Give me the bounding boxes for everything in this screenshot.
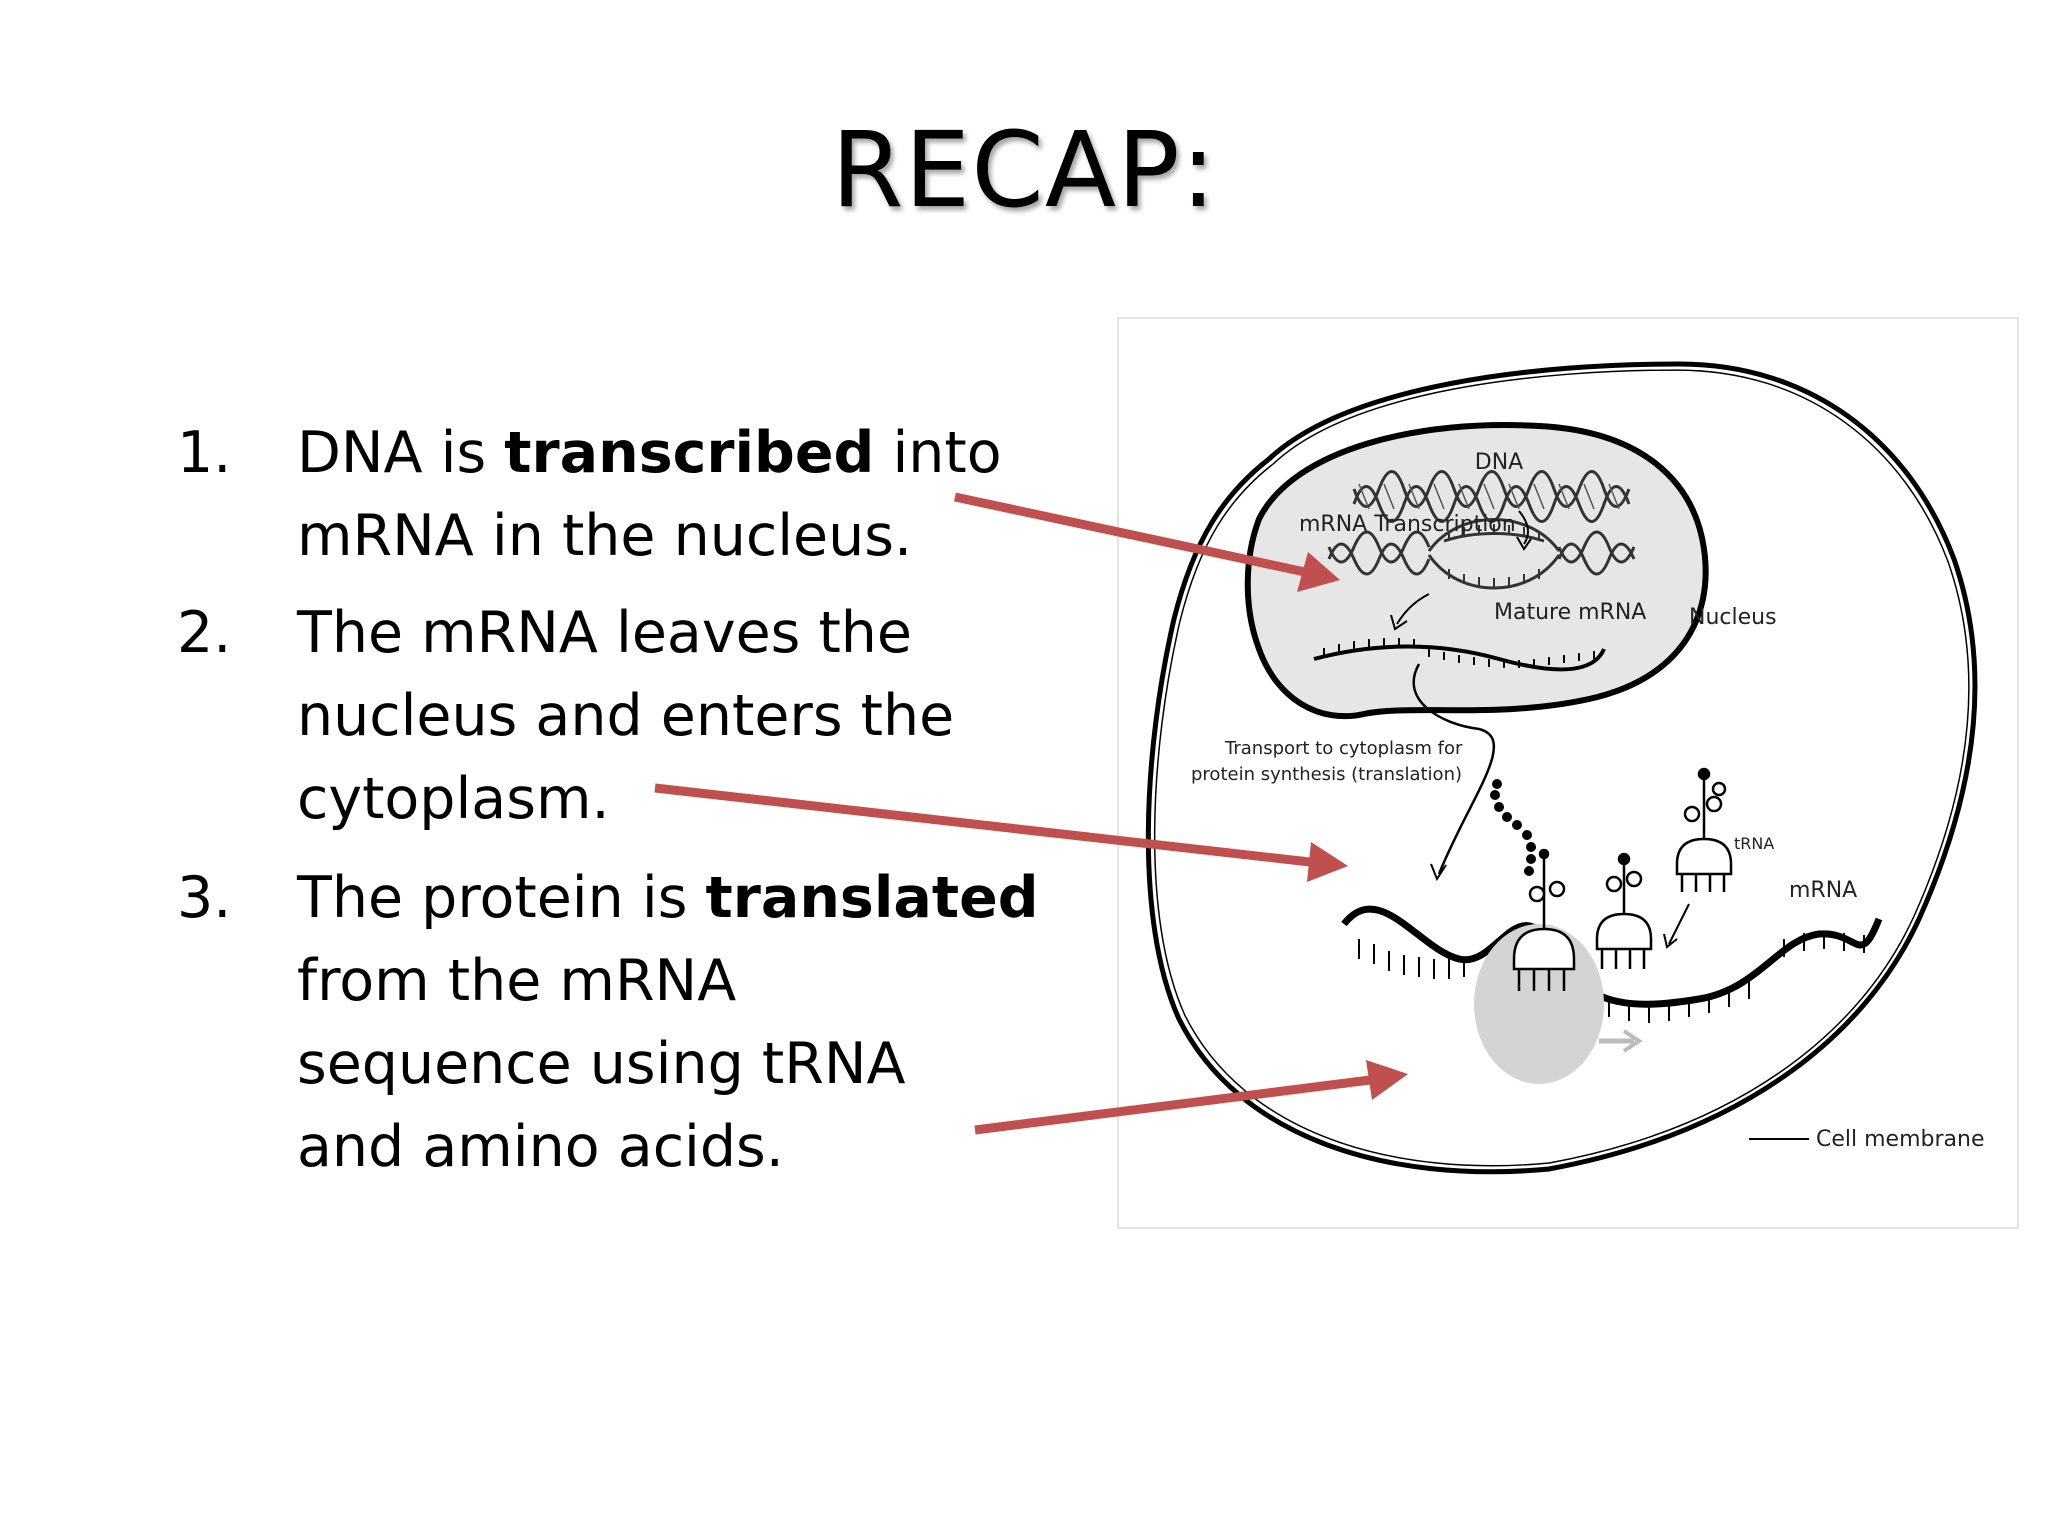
- text-segment: The protein is: [297, 865, 706, 931]
- label-transport-line-1: Transport to cytoplasm for: [1224, 738, 1463, 759]
- text-segment: The mRNA leaves the: [297, 600, 913, 666]
- label-nucleus: Nucleus: [1689, 605, 1777, 630]
- trna-bound-2: [1595, 852, 1653, 969]
- step-2-line-2: nucleus and enters the: [297, 675, 954, 758]
- text-segment: sequence using tRNA: [297, 1031, 906, 1097]
- keyword-translated: translated: [705, 865, 1039, 931]
- label-mature-mrna: Mature mRNA: [1494, 600, 1646, 625]
- text-segment: into: [874, 420, 1002, 486]
- trna-free: [1675, 767, 1733, 892]
- label-mrna-transcription: mRNA Transcription: [1299, 512, 1516, 537]
- label-transport-line-2: protein synthesis (translation): [1191, 764, 1462, 785]
- text-segment: from the mRNA: [297, 948, 737, 1014]
- mrna-export-path: [1412, 663, 1496, 875]
- step-1-line-1: DNA is transcribed into: [297, 412, 1002, 495]
- keyword-transcribed: transcribed: [504, 420, 875, 486]
- transcription-arrow-head: [1516, 536, 1532, 551]
- protein-synthesis-diagram: DNA mRNA Transcription Mature mRNA Nucle…: [1145, 361, 1984, 1175]
- step-3-line-3: sequence using tRNA: [297, 1023, 905, 1106]
- step-number: 3.: [177, 865, 232, 931]
- step-2-line-1: The mRNA leaves the: [297, 592, 912, 675]
- step-1-line-2: mRNA in the nucleus.: [297, 495, 912, 578]
- mature-arrow: [1396, 593, 1430, 625]
- step-number: 1.: [177, 420, 232, 486]
- trna-approach-arrow-head: [1663, 933, 1678, 949]
- slide-title: RECAP:: [831, 109, 1217, 231]
- step-2-line-3: cytoplasm.: [297, 758, 610, 841]
- text-segment: mRNA in the nucleus.: [297, 503, 913, 569]
- trna-approach-arrow: [1668, 903, 1690, 945]
- step-3-line-4: and amino acids.: [297, 1106, 784, 1189]
- ribosome-direction-arrow-head: [1622, 1029, 1643, 1053]
- dna-double-helix: [1352, 470, 1631, 523]
- export-arrow-head: [1430, 863, 1447, 882]
- step-3-line-1: The protein is translated: [297, 857, 1039, 940]
- text-segment: cytoplasm.: [297, 766, 610, 832]
- polypeptide-chain: [1490, 779, 1536, 876]
- step-number: 2.: [177, 600, 232, 666]
- mature-mrna-strand: [1313, 638, 1606, 672]
- mature-arrow-head: [1390, 614, 1408, 631]
- transcription-bubble: [1327, 518, 1636, 590]
- label-cell-membrane: Cell membrane: [1816, 1127, 1984, 1152]
- recap-steps-list: 1. DNA is transcribed into mRNA in the n…: [0, 0, 1100, 1250]
- nucleus-envelope: [1244, 422, 1709, 720]
- label-trna: tRNA: [1734, 834, 1774, 853]
- step-3-line-2: from the mRNA: [297, 940, 736, 1023]
- transcription-arrow: [1518, 510, 1529, 545]
- trna-bound-1: [1512, 848, 1576, 991]
- text-segment: and amino acids.: [297, 1114, 784, 1180]
- diagram-frame: DNA mRNA Transcription Mature mRNA Nucle…: [1117, 317, 2019, 1229]
- text-segment: nucleus and enters the: [297, 683, 955, 749]
- text-segment: DNA is: [297, 420, 505, 486]
- label-mrna: mRNA: [1789, 878, 1857, 903]
- label-dna: DNA: [1475, 450, 1523, 475]
